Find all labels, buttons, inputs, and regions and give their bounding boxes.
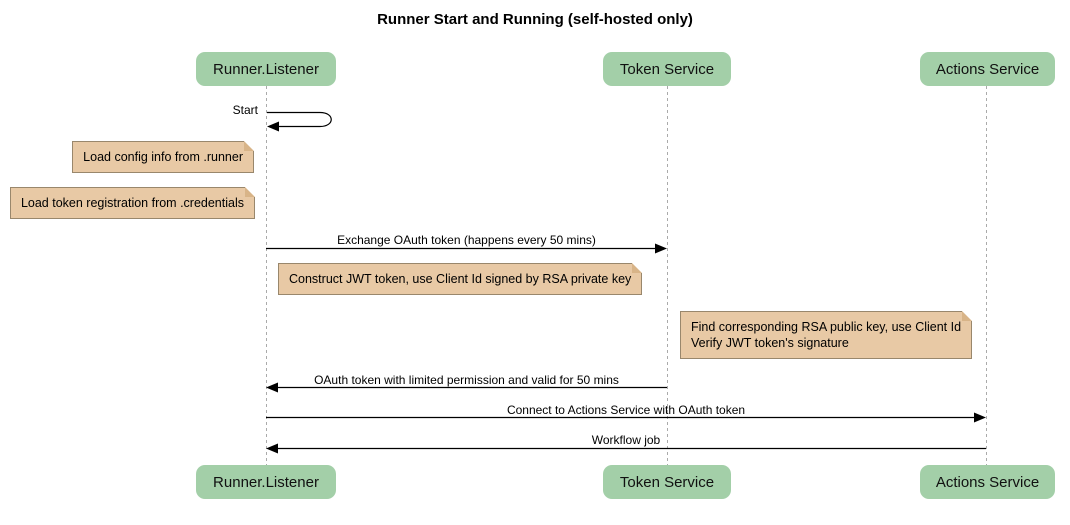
message-label-oauth-token: OAuth token with limited permission and … [314,373,619,387]
diagram-title: Runner Start and Running (self-hosted on… [377,11,693,28]
participant-label: Runner.Listener [213,473,319,491]
message-label-workflow-job: Workflow job [591,433,661,447]
participant-actions-service-bottom: Actions Service [920,465,1055,499]
message-start-self-loop [267,111,332,132]
participant-runner-listener-top: Runner.Listener [196,52,336,86]
participant-actions-service-top: Actions Service [920,52,1055,86]
note-load-token-registration: Load token registration from .credential… [9,187,256,219]
message-oauth-token-arrow [266,382,667,393]
participant-label: Token Service [619,473,715,491]
message-connect-actions-arrow [266,412,986,423]
arrowhead-right [655,243,667,254]
message-label-connect-actions: Connect to Actions Service with OAuth to… [506,403,746,417]
arrowhead-right [974,412,986,423]
note-verify-jwt: Find corresponding RSA public key, use C… [680,311,973,359]
participant-label: Actions Service [935,60,1040,78]
participant-token-service-top: Token Service [603,52,731,86]
message-label-exchange-oauth: Exchange OAuth token (happens every 50 m… [337,233,596,247]
participant-runner-listener-bottom: Runner.Listener [196,465,336,499]
arrowhead-left [266,443,278,454]
message-exchange-oauth-arrow [266,243,667,254]
note-construct-jwt: Construct JWT token, use Client Id signe… [278,263,643,295]
participant-label: Token Service [619,60,715,78]
note-load-config: Load config info from .runner [72,141,254,173]
arrowhead-left [266,382,278,393]
participant-label: Runner.Listener [213,60,319,78]
message-workflow-job-arrow [266,443,986,454]
participant-token-service-bottom: Token Service [603,465,731,499]
message-label-start: Start [232,103,258,117]
arrowhead-left [267,121,279,132]
participant-label: Actions Service [935,473,1040,491]
